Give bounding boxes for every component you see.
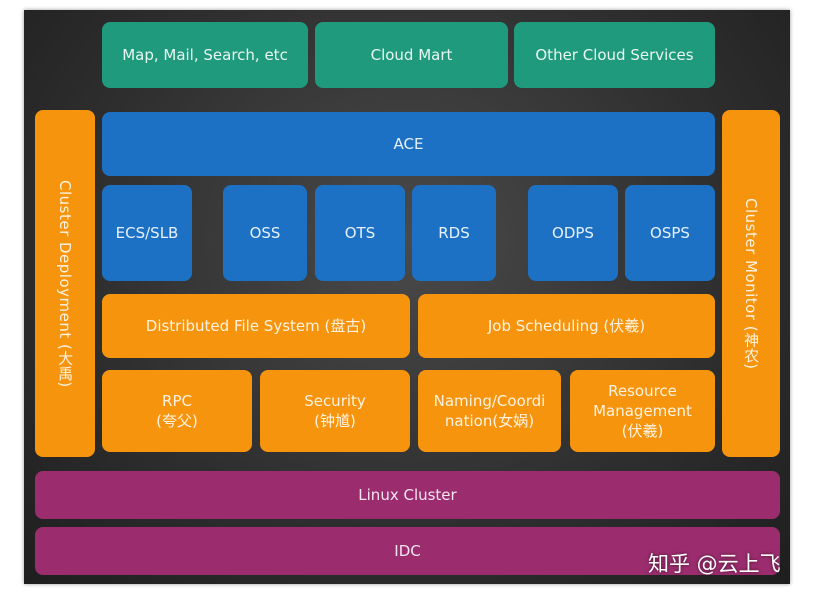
- cluster-deployment-column: Cluster Deployment (大禹): [35, 110, 95, 457]
- top-service-map-mail-search: Map, Mail, Search, etc: [102, 22, 308, 88]
- service-odps: ODPS: [528, 185, 618, 281]
- ace-layer: ACE: [102, 112, 715, 176]
- job-scheduling: Job Scheduling (伏羲): [418, 294, 715, 358]
- zhihu-watermark: 知乎 @云上飞: [648, 552, 781, 576]
- distributed-file-system: Distributed File System (盘古): [102, 294, 410, 358]
- top-service-cloud-mart: Cloud Mart: [315, 22, 508, 88]
- cluster-monitor-column: Cluster Monitor (神农): [722, 110, 780, 457]
- top-service-other-cloud: Other Cloud Services: [514, 22, 715, 88]
- service-ecs-slb: ECS/SLB: [102, 185, 192, 281]
- linux-cluster-layer: Linux Cluster: [35, 471, 780, 519]
- service-oss: OSS: [223, 185, 307, 281]
- idc-layer: IDC: [35, 527, 780, 575]
- rpc-service: RPC (夸父): [102, 370, 252, 452]
- service-osps: OSPS: [625, 185, 715, 281]
- resource-management-service: Resource Management (伏羲): [570, 370, 715, 452]
- naming-coordination-service: Naming/Coordi nation(女娲): [418, 370, 561, 452]
- service-rds: RDS: [412, 185, 496, 281]
- service-ots: OTS: [315, 185, 405, 281]
- security-service: Security (钟馗): [260, 370, 410, 452]
